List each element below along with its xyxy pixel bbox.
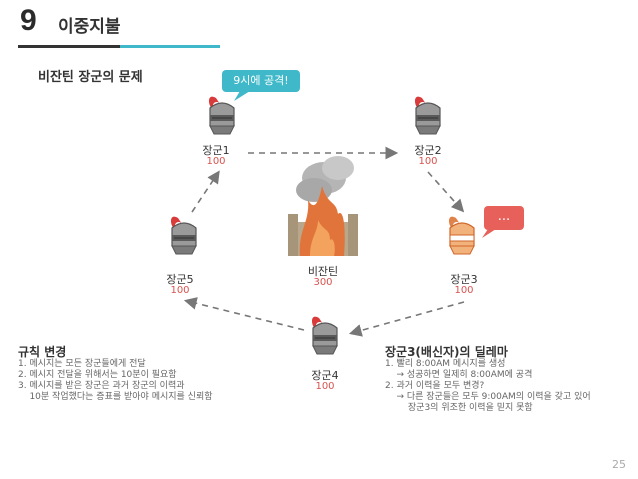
general3-speech-bubble: ...: [484, 206, 524, 230]
dilemma-item: 장군3의 위조한 이력을 믿지 못함: [385, 403, 533, 413]
chapter-number: 9: [20, 4, 37, 37]
general5-label: 장군5: [166, 273, 194, 286]
general3-label: 장군3: [450, 273, 478, 286]
rules-item: 1. 메시지는 모든 장군들에게 전달: [18, 359, 146, 369]
general5-value: 100: [170, 285, 190, 296]
general4-knight-icon: [311, 316, 338, 355]
rules-title: 규칙 변경: [18, 345, 67, 359]
general4-label: 장군4: [311, 369, 339, 382]
speech-tail-general1: [234, 91, 250, 101]
arrow-general3-to-general4: [348, 301, 465, 337]
general3-value: 100: [454, 285, 474, 296]
header-underline-dark: [18, 45, 120, 48]
dilemma-item: 1. 빨리 8:00AM 메시지를 생성: [385, 359, 506, 369]
dilemma-item: 2. 과거 이력을 모두 변경?: [385, 381, 485, 391]
byzantium-castle-icon: [288, 156, 358, 256]
general2-label: 장군2: [414, 144, 442, 157]
rules-item: 3. 메시지를 받은 장군은 과거 장군의 이력과: [18, 381, 185, 391]
arrow-general4-to-general5: [183, 297, 305, 331]
general1-speech-bubble: 9시에 공격!: [222, 70, 300, 92]
dilemma-item: → 다른 장군들은 모두 9:00AM의 이력을 갖고 있어: [385, 392, 591, 402]
header-underline-accent: [120, 45, 220, 48]
general2-value: 100: [418, 156, 438, 167]
byzantium-value: 300: [313, 277, 333, 288]
general1-knight-icon: [208, 96, 235, 135]
general4-value: 100: [315, 381, 335, 392]
speech-tail-general3: [482, 229, 496, 238]
general1-label: 장군1: [202, 144, 230, 157]
dilemma-list: 1. 빨리 8:00AM 메시지를 생성 → 성공하면 일제히 8:00AM에 …: [385, 359, 591, 414]
arrow-general2-to-general3: [427, 171, 465, 213]
rules-list: 1. 메시지는 모든 장군들에게 전달 2. 메시지 전달을 위해서는 10분이…: [18, 359, 213, 403]
chapter-title: 이중지불: [58, 17, 121, 37]
rules-item: 2. 메시지 전달을 위해서는 10분이 필요함: [18, 370, 177, 380]
slide-subtitle: 비잔틴 장군의 문제: [38, 70, 143, 85]
general5-knight-icon: [170, 216, 197, 255]
general3-traitor-knight-icon: [449, 216, 475, 255]
general2-knight-icon: [414, 96, 441, 135]
rules-item: 10분 작업했다는 증표를 받아야 메시지를 신뢰함: [18, 392, 213, 402]
byzantium-label: 비잔틴: [307, 265, 339, 278]
arrow-general5-to-general1: [191, 170, 220, 213]
dilemma-title: 장군3(배신자)의 딜레마: [385, 345, 508, 359]
dilemma-item: → 성공하면 일제히 8:00AM에 공격: [385, 370, 533, 380]
page-number: 25: [612, 458, 626, 471]
general1-value: 100: [206, 156, 226, 167]
